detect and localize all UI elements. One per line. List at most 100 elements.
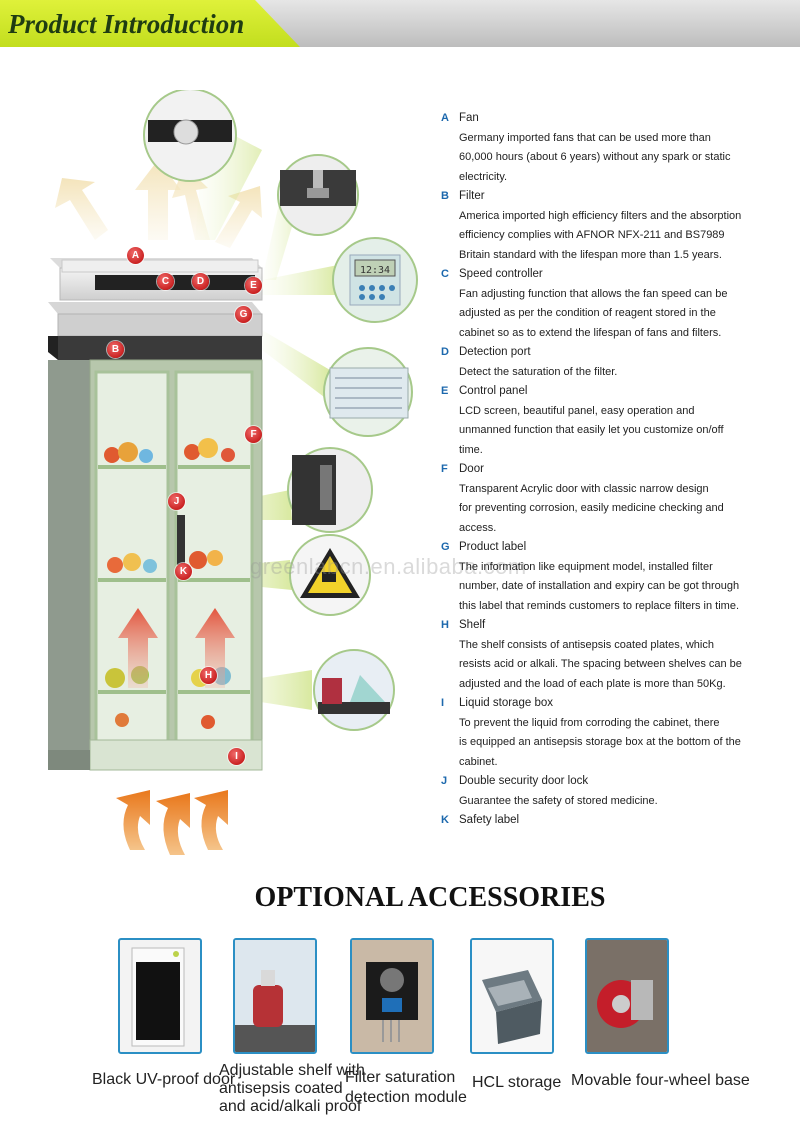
- zoom-shelf: [313, 649, 395, 731]
- feature-name: Detection port: [459, 346, 531, 358]
- feature-name: Fan: [459, 112, 479, 124]
- accessory-label-detection-module: Filter saturation detection module: [345, 1069, 467, 1106]
- feature-description-line: Guarantee the safety of stored medicine.: [459, 794, 658, 807]
- feature-description-line: electricity.: [459, 170, 508, 183]
- feature-letter: E: [441, 385, 449, 397]
- cabinet-side: [48, 360, 90, 750]
- feature-description: Fan adjusting function that allows the f…: [459, 285, 776, 344]
- feature-letter: J: [441, 775, 448, 787]
- callout-k: K: [175, 563, 192, 580]
- feature-description: Detect the saturation of the filter.: [459, 363, 776, 383]
- accessory-detection-module: [350, 938, 434, 1054]
- control-strip: [95, 275, 255, 290]
- accessory-image: [350, 938, 434, 1054]
- callout-e: E: [245, 277, 262, 294]
- accessory-label-hcl-storage: HCL storage: [472, 1074, 562, 1091]
- feature-description-line: unmanned function that easily let you cu…: [459, 424, 724, 436]
- callout-c: C: [157, 273, 174, 290]
- feature-description-line: cabinet so as to extend the lifespan of …: [459, 326, 722, 339]
- feature-name: Filter: [459, 190, 485, 202]
- feature-i: I Liquid storage box To prevent the liquid…: [441, 694, 776, 772]
- feature-letter: G: [441, 541, 450, 553]
- airflow-arrow: [118, 608, 158, 688]
- callout-i: I: [228, 748, 245, 765]
- feature-description-line: Transparent Acrylic door with classic na…: [459, 482, 709, 495]
- door-lock: [177, 515, 185, 565]
- exhaust-arrow: [55, 178, 108, 240]
- feature-description: America imported high efficiency filters…: [459, 207, 776, 266]
- feature-k: K Safety label: [441, 811, 776, 831]
- feature-description: The information like equipment model, in…: [459, 558, 776, 617]
- feature-description-line: efficiency complies with AFNOR NFX-211 a…: [459, 229, 725, 241]
- cabinet-illustration: 12:34 A B C D E F: [0, 90, 420, 870]
- feature-description-line: The shelf consists of antisepsis coated …: [459, 638, 714, 651]
- feature-description-line: The information like equipment model, in…: [459, 560, 713, 573]
- feature-description-line: adjusted as per the condition of reagent…: [459, 307, 716, 319]
- callout-g: G: [235, 306, 252, 323]
- exhaust-arrow: [215, 186, 262, 248]
- feature-name: Speed controller: [459, 268, 543, 280]
- accessory-label-wheel-base: Movable four-wheel base: [571, 1072, 750, 1089]
- accessory-label-uv-door: Black UV-proof door: [92, 1071, 236, 1088]
- accessory-label-shelf: Adjustable shelf with antisepsis coated …: [219, 1062, 365, 1115]
- accessory-hcl-storage: [470, 938, 554, 1054]
- feature-description: The shelf consists of antisepsis coated …: [459, 636, 776, 695]
- feature-description: Guarantee the safety of stored medicine.: [459, 792, 776, 812]
- cabinet-drawing: 12:34: [48, 90, 418, 855]
- feature-description-line: 60,000 hours (about 6 years) without any…: [459, 151, 731, 163]
- feature-name: Double security door lock: [459, 775, 589, 787]
- accessory-image: [470, 938, 554, 1054]
- feature-description-line: Fan adjusting function that allows the f…: [459, 287, 728, 300]
- feature-name: Liquid storage box: [459, 697, 553, 709]
- feature-description-line: To prevent the liquid from corroding the…: [459, 716, 720, 729]
- light-ray: [215, 670, 312, 710]
- flasks: [104, 438, 235, 729]
- feature-description-line: time.: [459, 443, 483, 456]
- zoom-fan: [143, 90, 237, 182]
- feature-description-line: Britain standard with the lifespan more …: [459, 248, 722, 261]
- feature-description: To prevent the liquid from corroding the…: [459, 714, 776, 773]
- callout-f: F: [245, 426, 262, 443]
- feature-description-line: this label that reminds customers to rep…: [459, 599, 740, 612]
- feature-name: Safety label: [459, 814, 520, 826]
- feature-description-line: cabinet.: [459, 755, 498, 768]
- feature-description-line: Germany imported fans that can be used m…: [459, 131, 711, 144]
- accessory-image: [118, 938, 202, 1054]
- feature-description-line: is equipped an antisepsis storage box at…: [459, 736, 741, 748]
- header-banner: Product Introduction: [0, 0, 800, 47]
- feature-description-line: for preventing corrosion, easily medicin…: [459, 502, 724, 514]
- feature-letter: H: [441, 619, 449, 631]
- zoom-product-label: [323, 347, 413, 437]
- intake-arrow: [194, 790, 228, 850]
- filter-base: [58, 336, 262, 360]
- feature-letter: F: [441, 463, 448, 475]
- feature-description-line: resists acid or alkali. The spacing betw…: [459, 658, 742, 670]
- feature-letter: I: [441, 697, 445, 709]
- feature-description-line: LCD screen, beautiful panel, easy operat…: [459, 404, 695, 417]
- feature-description: Transparent Acrylic door with classic na…: [459, 480, 776, 539]
- feature-letter: C: [441, 268, 449, 280]
- accessory-image: [585, 938, 669, 1054]
- feature-letter: K: [441, 814, 449, 826]
- feature-description: LCD screen, beautiful panel, easy operat…: [459, 402, 776, 461]
- exhaust-arrow: [135, 160, 181, 240]
- feature-letter: D: [441, 346, 449, 358]
- light-ray: [262, 265, 340, 295]
- feature-description-line: adjusted and the load of each plate is m…: [459, 677, 726, 690]
- page-title: Product Introduction: [8, 9, 245, 39]
- feature-description-line: Detect the saturation of the filter.: [459, 365, 618, 378]
- watermark: greenlabcn.en.alibaba.com: [250, 554, 527, 579]
- callout-a: A: [127, 247, 144, 264]
- feature-letter: A: [441, 112, 449, 124]
- zoom-door-lock: [287, 447, 373, 533]
- accessory-four-wheel-base: [585, 938, 669, 1054]
- intake-arrow: [116, 790, 150, 850]
- callout-h: H: [200, 667, 217, 684]
